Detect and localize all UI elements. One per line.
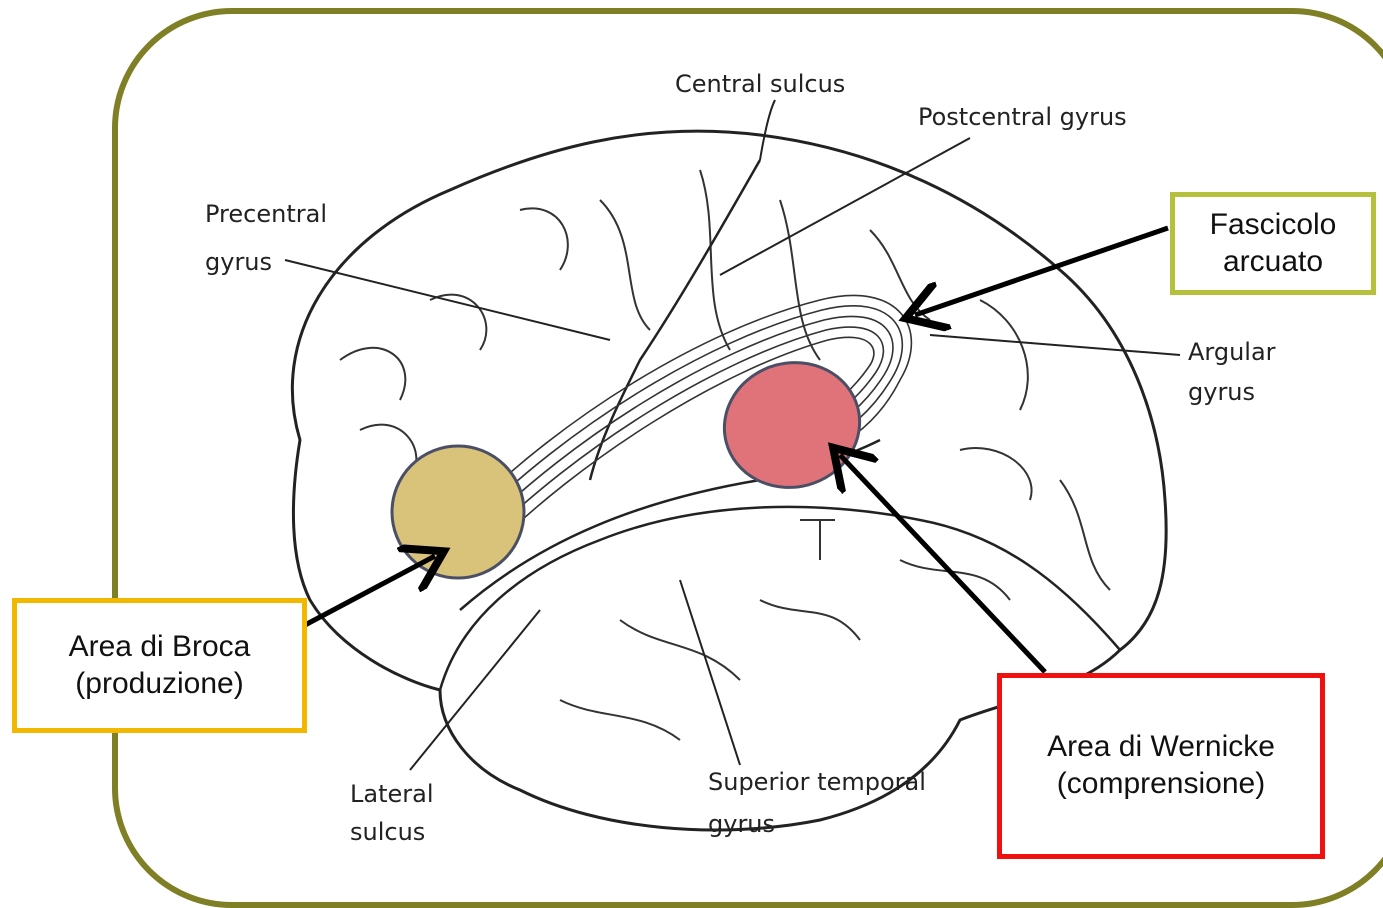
broca-callout: Area di Broca (produzione)	[12, 598, 307, 733]
label-superior-temporal-line1: Superior temporal	[708, 768, 926, 796]
fascicolo-arcuato-callout: Fascicolo arcuato	[1170, 192, 1376, 295]
label-angular-line1: Argular	[1188, 338, 1276, 366]
wernicke-line2: (comprensione)	[1057, 766, 1265, 803]
broca-line1: Area di Broca	[69, 629, 251, 666]
fascicolo-line1: Fascicolo	[1210, 207, 1337, 244]
label-central-sulcus: Central sulcus	[675, 70, 845, 98]
label-precentral-line1: Precentral	[205, 200, 327, 228]
label-lateral-line1: Lateral	[350, 780, 434, 808]
broca-area-region	[392, 446, 524, 578]
wernicke-callout: Area di Wernicke (comprensione)	[997, 673, 1325, 859]
label-precentral-line2: gyrus	[205, 248, 272, 276]
label-lateral-line2: sulcus	[350, 818, 425, 846]
label-angular-line2: gyrus	[1188, 378, 1255, 406]
label-superior-temporal-line2: gyrus	[708, 810, 775, 838]
fascicolo-line2: arcuato	[1223, 244, 1323, 281]
broca-line2: (produzione)	[75, 666, 243, 703]
label-postcentral-gyrus: Postcentral gyrus	[918, 103, 1127, 131]
wernicke-line1: Area di Wernicke	[1047, 729, 1275, 766]
